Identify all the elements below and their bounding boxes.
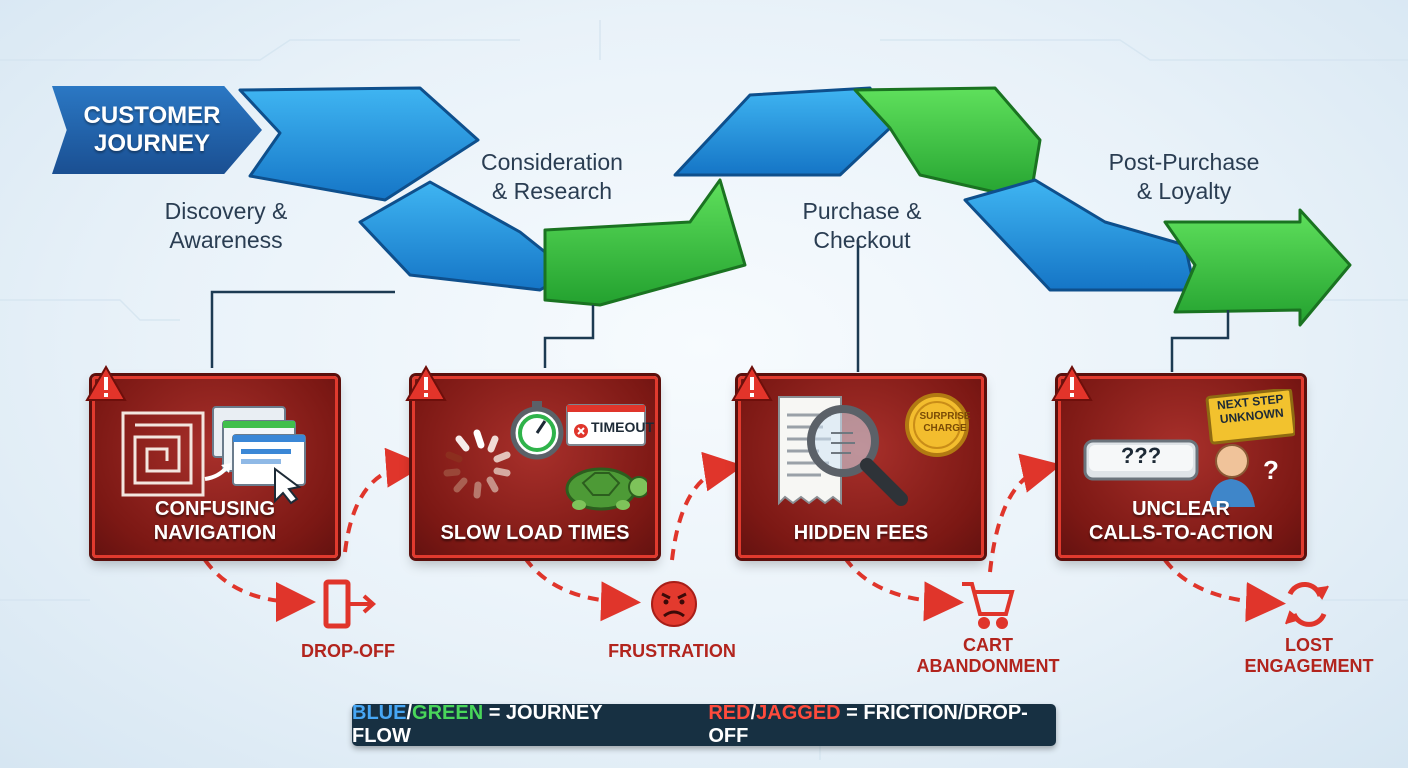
arrow-frustration-to-hidden-fees <box>670 451 744 561</box>
flow-segment-5 <box>853 86 1042 202</box>
unclear-button-label: ??? <box>1120 443 1162 468</box>
journey-flow-ribbon <box>238 86 1352 327</box>
friction-title-confusing-navigation: CONFUSING NAVIGATION <box>153 498 277 544</box>
arrow-to-drop-off <box>203 558 316 622</box>
friction-title-slow-load-times: SLOW LOAD TIMES <box>440 522 630 544</box>
legend-friction: RED/JAGGED = FRICTION/DROP-OFF <box>708 702 1028 747</box>
friction-title-unclear-cta: UNCLEAR CALLS-TO-ACTION <box>1088 498 1274 544</box>
maze-icon <box>121 411 205 497</box>
stage-label-discovery: Discovery & Awareness <box>164 198 288 253</box>
arrow-to-cart-abandonment <box>843 556 964 622</box>
stacked-windows-icon <box>212 406 306 486</box>
legend-red: RED <box>708 702 751 724</box>
loading-spinner-icon <box>443 429 511 499</box>
warning-icon <box>405 365 447 401</box>
stopwatch-icon <box>510 401 564 460</box>
friction-card-slow-load-times: TIMEOUT SLOW LOAD TIMES <box>405 365 658 558</box>
friction-arrows <box>203 447 1286 623</box>
friction-card-unclear-cta: ? ??? NEXT STEP UNKNOWN UNCLEAR CALLS-TO… <box>1051 365 1304 558</box>
legend-journey-flow: BLUE/GREEN = JOURNEY FLOW <box>352 702 603 747</box>
arrow-to-frustration <box>523 556 641 622</box>
timeout-window <box>566 404 646 446</box>
exit-door-icon <box>323 579 377 629</box>
warning-icon <box>731 365 773 401</box>
legend: BLUE/GREEN = JOURNEY FLOW RED/JAGGED = F… <box>352 702 1056 747</box>
customer-journey-badge: CUSTOMER JOURNEY <box>52 86 262 174</box>
legend-jagged: JAGGED <box>756 702 841 724</box>
refresh-arrows-icon <box>1285 582 1329 627</box>
connector-lines <box>210 240 1230 372</box>
outcome-label-drop-off: DROP-OFF <box>301 641 395 661</box>
coin-icon <box>905 393 969 457</box>
legend-green: GREEN <box>412 702 484 724</box>
magnifier-icon <box>807 405 908 506</box>
outcome-label-frustration: FRUSTRATION <box>608 641 736 661</box>
question-mark-icon: ? <box>1263 455 1279 485</box>
page-title: CUSTOMER JOURNEY <box>83 102 221 157</box>
outcome-label-lost-engagement: LOST ENGAGEMENT <box>1244 635 1374 676</box>
shopping-cart-icon <box>962 582 1015 629</box>
arrow-drop-off-to-slow-load <box>343 447 426 553</box>
legend-blue: BLUE <box>352 702 407 724</box>
stage-label-post-purchase: Post-Purchase & Loyalty <box>1108 149 1260 204</box>
stage-label-consideration: Consideration & Research <box>481 149 623 204</box>
confused-person-icon: ? <box>1209 444 1279 507</box>
connector-2 <box>543 305 595 368</box>
connector-1 <box>210 290 395 368</box>
friction-title-hidden-fees: HIDDEN FEES <box>793 522 929 544</box>
arrow-cart-to-unclear-cta <box>988 453 1062 573</box>
surprise-charge-label: SURPRISE CHARGE <box>919 411 971 434</box>
friction-card-hidden-fees: SURPRISE CHARGE HIDDEN FEES <box>731 365 984 558</box>
outcome-label-cart-abandonment: CART ABANDONMENT <box>916 635 1060 676</box>
stage-label-purchase: Purchase & Checkout <box>802 198 922 253</box>
flow-segment-4 <box>673 86 892 177</box>
connector-4 <box>1170 310 1230 372</box>
warning-icon <box>85 365 127 401</box>
warning-icon <box>1051 365 1093 401</box>
flow-segment-7-arrow <box>1163 208 1352 327</box>
flow-segment-3 <box>543 178 747 307</box>
friction-card-confusing-navigation: CONFUSING NAVIGATION <box>85 365 338 558</box>
timeout-label: TIMEOUT <box>591 419 654 435</box>
arrow-to-lost-engagement <box>1163 558 1286 623</box>
flow-segment-1 <box>238 86 480 202</box>
turtle-icon <box>565 467 647 511</box>
unclear-button-icon <box>1083 439 1199 481</box>
cursor-icon <box>274 467 302 505</box>
angry-face-icon <box>651 581 697 627</box>
